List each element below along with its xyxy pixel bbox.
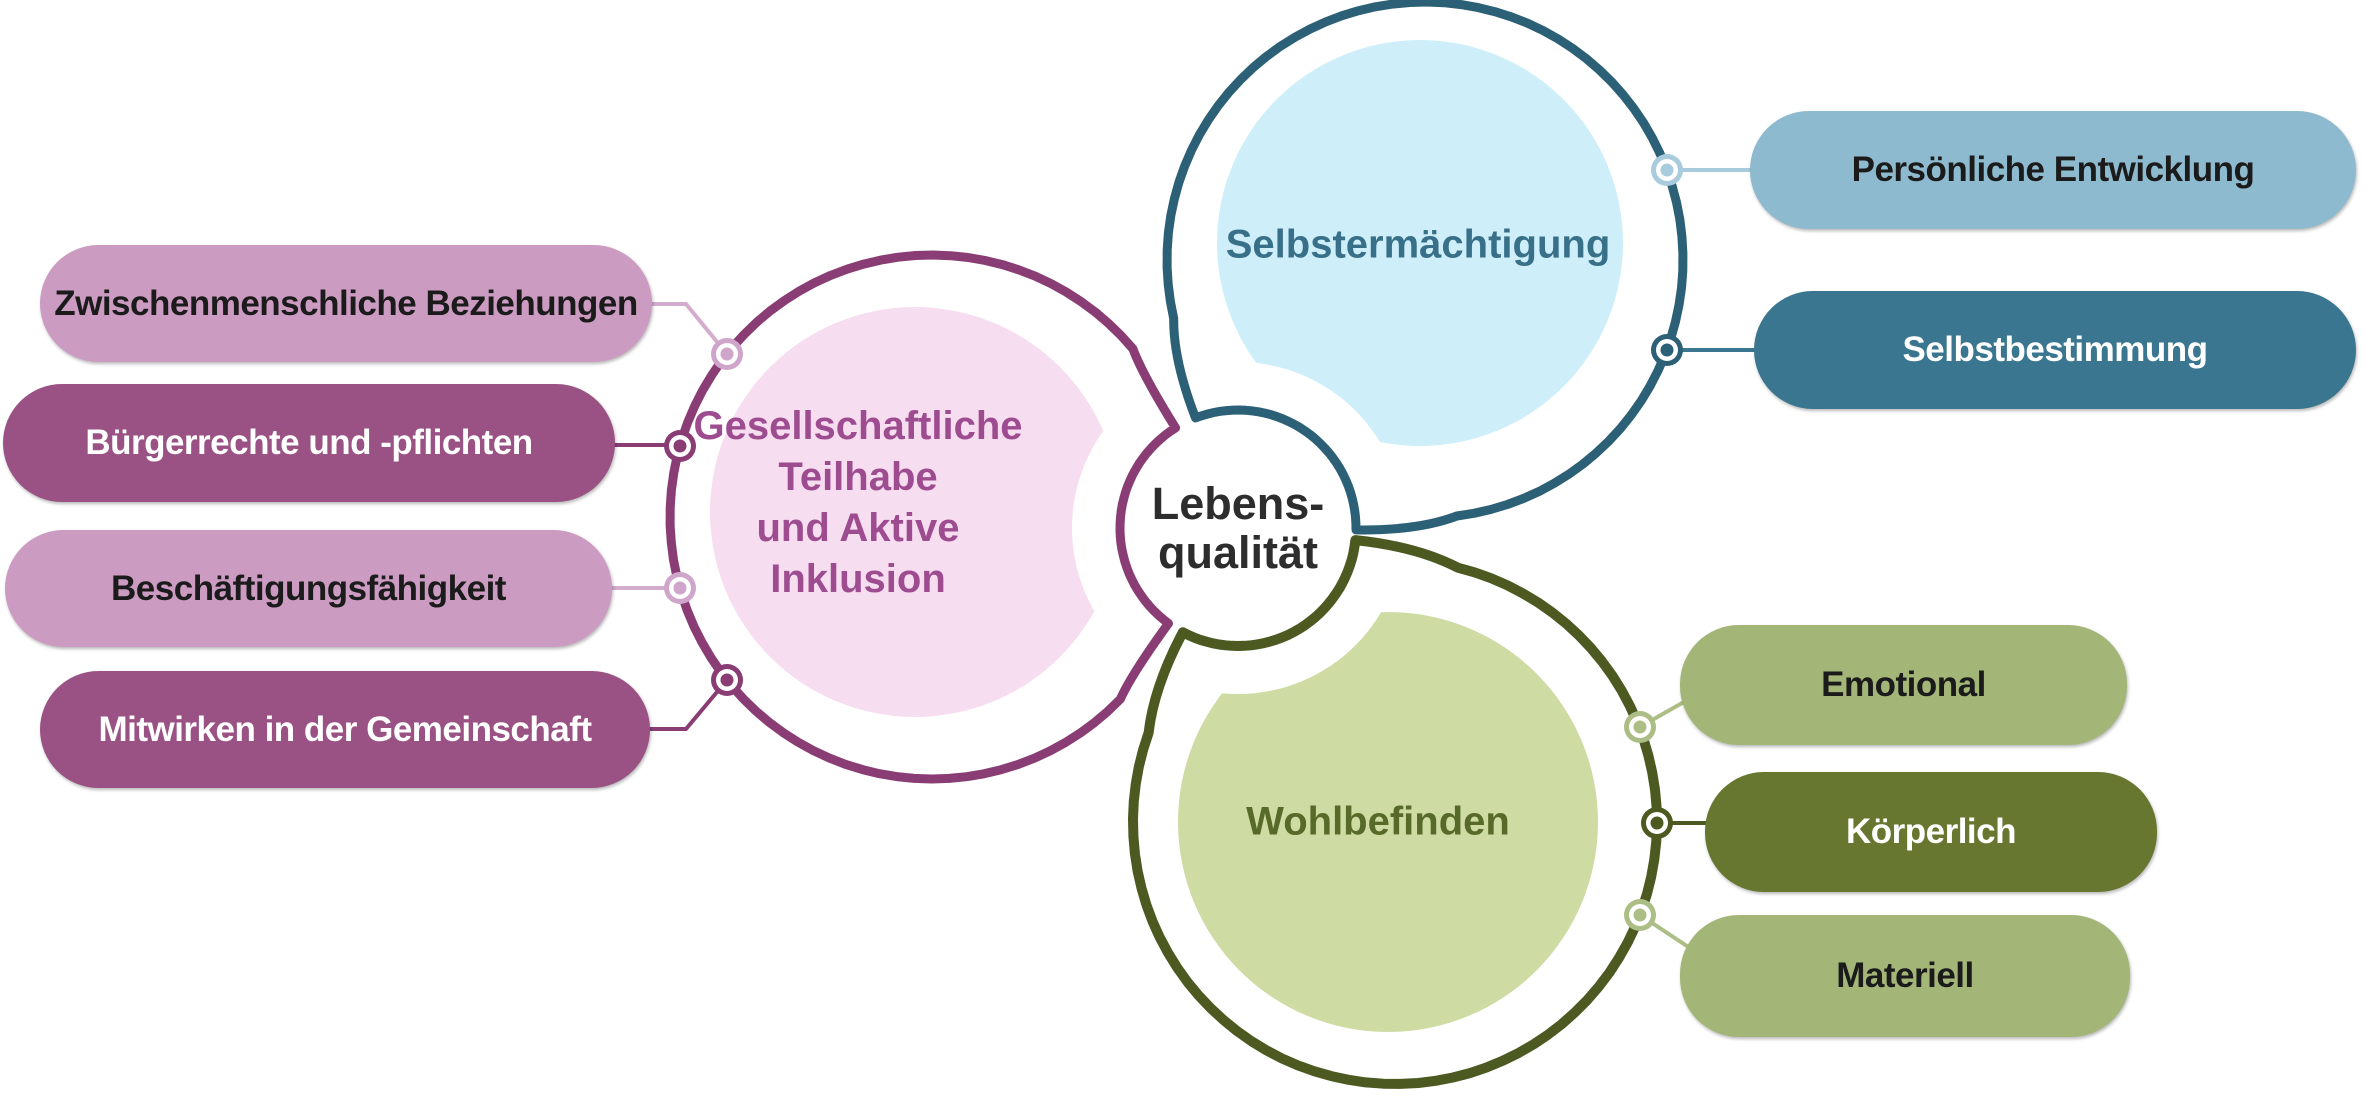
title-line: qualität [1157, 527, 1318, 578]
title-gesellschaftliche-teilhabe: Gesellschaftliche Teilhabe und Aktive In… [693, 401, 1022, 605]
title-wohlbefinden: Wohlbefinden [1246, 797, 1510, 848]
pill-koerperlich: Körperlich [1705, 772, 2157, 892]
title-line: Teilhabe [778, 455, 938, 499]
connector-line-mitwirken [640, 678, 729, 731]
title-line: Wohlbefinden [1246, 799, 1510, 844]
blob-gesellschaftliche-teilhabe [710, 307, 1120, 717]
connector-node-selbstbestimmung [1651, 334, 1683, 366]
pill-persoenliche-entwicklung: Persönliche Entwicklung [1750, 111, 2356, 229]
connector-node-buergerrechte [664, 430, 696, 462]
connector-node-persoenliche-entwicklung [1651, 154, 1683, 186]
connector-node-beschaeftigung [664, 572, 696, 604]
title-line: Inklusion [770, 557, 946, 601]
blob-selbstermaechtigung [1217, 40, 1623, 446]
blob-wohlbefinden [1178, 612, 1598, 1032]
connector-node-emotional [1624, 711, 1656, 743]
connector-line-beziehungen [640, 302, 729, 356]
title-lebensqualitaet: Lebens- qualität [1152, 479, 1325, 577]
pill-selbstbestimmung: Selbstbestimmung [1754, 291, 2356, 409]
connector-node-materiell [1624, 899, 1656, 931]
ring-wohlbefinden [1128, 535, 1662, 1089]
pill-zwischenmenschliche-beziehungen: Zwischenmenschliche Beziehungen [40, 245, 652, 362]
title-line: Gesellschaftliche [693, 404, 1023, 448]
pill-mitwirken-in-der-gemeinschaft: Mitwirken in der Gemeinschaft [40, 671, 650, 788]
pill-buergerrechte-und-pflichten: Bürgerrechte und -pflichten [3, 384, 615, 502]
connector-node-beziehungen [711, 338, 743, 370]
ring-selbstermaechtigung [1162, 0, 1688, 535]
pill-emotional: Emotional [1680, 625, 2127, 745]
connector-node-mitwirken [711, 664, 743, 696]
title-line: Lebens- [1151, 478, 1325, 529]
title-line: und Aktive [756, 506, 960, 550]
ring-gesellschaftliche-teilhabe [665, 250, 1181, 784]
title-line: Selbstermächtigung [1225, 222, 1611, 267]
pill-beschaeftigungsfaehigkeit: Beschäftigungsfähigkeit [5, 530, 612, 647]
title-selbstermaechtigung: Selbstermächtigung [1226, 220, 1611, 271]
connector-node-koerperlich [1641, 807, 1673, 839]
pill-materiell: Materiell [1680, 915, 2130, 1037]
